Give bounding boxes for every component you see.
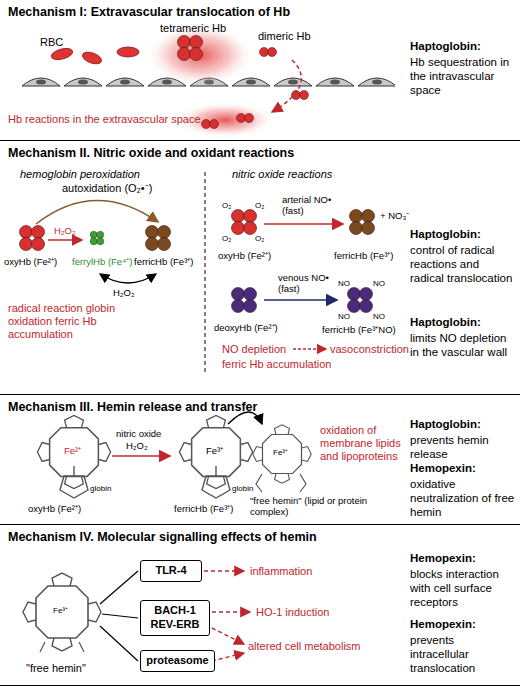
label: Hb reactions in the extravascular space [8,113,238,126]
label: Hemopexin: [410,462,476,476]
label: ferricHb (Fe³⁺) [334,250,393,261]
label: venous NO• (fast) [278,272,336,295]
label: oxyHb (Fe²⁺) [28,503,81,514]
label: Fe³⁺ [206,445,223,456]
label: Fe²⁺ [64,445,81,456]
label: NO [338,312,350,322]
label: RBC [40,36,63,49]
label: + NO₃⁻ [380,210,409,221]
label: H₂O₂ [54,225,76,236]
label: arterial NO• (fast) [282,194,342,217]
mechanism-title: Mechanism III. Hemin release and transfe… [8,400,257,414]
label: hemoglobin peroxidation [20,168,140,181]
label: O₂ [222,234,231,244]
label: HO-1 induction [256,606,329,619]
label: ferricHb (Fe³⁺NO) [322,324,396,335]
box-label: TLR-4 [155,564,186,576]
label: O₂ [255,201,264,211]
label: "free hemin" (lipid or protein complex) [250,495,400,518]
label: tetrameric Hb [160,22,226,35]
mechanism-title: Mechanism II. Nitric oxide and oxidant r… [8,146,294,160]
label: Haptoglobin: [410,40,481,54]
label: oxyHb (Fe²⁺) [4,256,57,267]
label: oxidative neutralization of free hemin [410,478,515,519]
label: globin [90,484,111,494]
label: Haptoglobin: [410,228,481,242]
label: Hemopexin: [410,618,476,632]
label: NO [373,279,385,289]
label: O₂ [255,234,264,244]
label: altered cell metabolism [248,640,361,653]
label: Hb sequestration in the intravascular sp… [410,56,515,97]
label: blocks interaction with cell surface rec… [410,568,515,609]
mechanism-title: Mechanism IV. Molecular signalling effec… [8,530,317,544]
label: Fe³⁺ [53,606,68,616]
label: "free hemin" [26,662,86,675]
label: Haptoglobin: [410,316,481,330]
box-label: proteasome [146,654,208,666]
label: Fe³⁺ [273,448,288,458]
box-label: BACH-1 REV-ERB [151,604,200,630]
receptor-box: TLR-4 [140,560,202,582]
label: globin [232,484,253,494]
mechanism-title: Mechanism I: Extravascular translocation… [8,5,290,19]
label: ferric Hb accumulation [222,358,331,371]
label: O₂ [222,201,231,211]
label: ferrylHb (Fe⁴⁺) [72,256,132,267]
label: H₂O₂ [113,287,135,298]
label: oxidation of membrane lipids and lipopro… [320,424,404,464]
receptor-box: proteasome [140,650,215,672]
label: prevents intracellular translocation [410,634,515,675]
label: NO [373,312,385,322]
label: deoxyHb (Fe²⁺) [214,322,278,333]
receptor-box: BACH-1 REV-ERB [140,600,210,636]
label: radical reaction globin oxidation ferric… [8,302,126,342]
label: H₂O₂ [126,440,148,451]
label: vasoconstriction [330,343,409,356]
label: NO [338,279,350,289]
label: dimeric Hb [258,30,311,43]
label: limits NO depletion in the vascular wall [410,332,515,360]
label: prevents hemin release [410,434,515,462]
label: Hemopexin: [410,552,476,566]
label: NO depletion [222,343,286,356]
label: ferricHb (Fe³⁺) [174,503,233,514]
label: Haptoglobin: [410,418,481,432]
label: oxyHb (Fe²⁺) [218,250,271,261]
label: nitric oxide [116,428,161,439]
label: ferricHb (Fe³⁺) [134,256,193,267]
label: control of radical reactions and radical… [410,244,515,285]
label: inflammation [250,565,312,578]
label: autoxidation (O₂•⁻) [62,182,152,195]
label: nitric oxide reactions [232,168,332,181]
